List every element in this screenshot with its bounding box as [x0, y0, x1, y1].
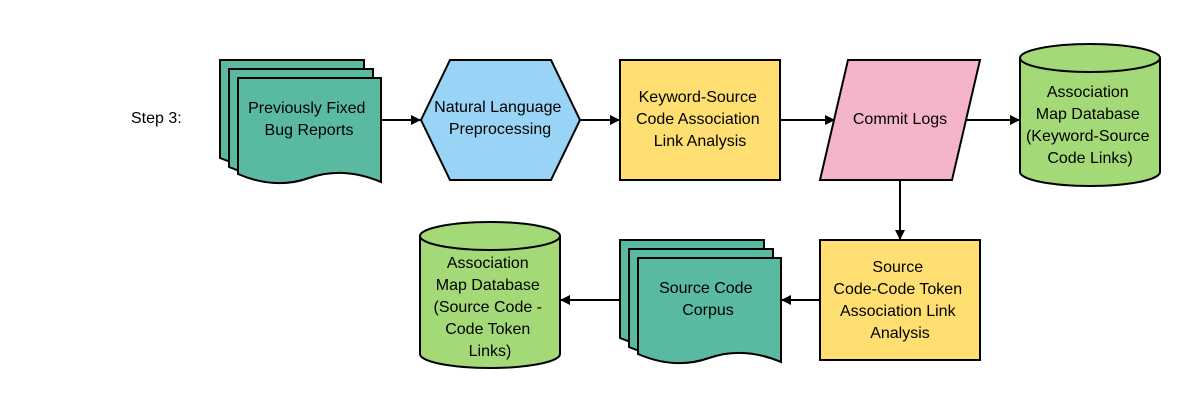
keyword-analysis-label: Keyword-Source Code Association Link Ana… [636, 89, 764, 150]
bug-reports-label: Previously Fixed Bug Reports [248, 100, 370, 139]
source-corpus-label: Source Code Corpus [659, 280, 757, 319]
nlp-node: Natural Language Preprocessing [419, 59, 582, 181]
source-corpus-node: Source Code Corpus [619, 239, 782, 365]
db-source-node: Association Map Database (Source Code - … [419, 221, 561, 369]
bug-reports-node: Previously Fixed Bug Reports [219, 59, 382, 185]
step-label: Step 3: [131, 110, 182, 127]
nlp-label: Natural Language Preprocessing [434, 99, 566, 138]
db-keyword-label: Association Map Database (Keyword-Source… [1026, 84, 1154, 167]
keyword-analysis-node: Keyword-Source Code Association Link Ana… [619, 59, 781, 181]
commit-logs-label: Commit Logs [853, 111, 947, 128]
db-keyword-node: Association Map Database (Keyword-Source… [1019, 43, 1161, 187]
db-source-label: Association Map Database (Source Code - … [434, 255, 547, 360]
token-analysis-label: Source Code-Code Token Association Link … [833, 259, 966, 342]
commit-logs-node: Commit Logs [818, 59, 982, 181]
token-analysis-node: Source Code-Code Token Association Link … [819, 239, 981, 361]
